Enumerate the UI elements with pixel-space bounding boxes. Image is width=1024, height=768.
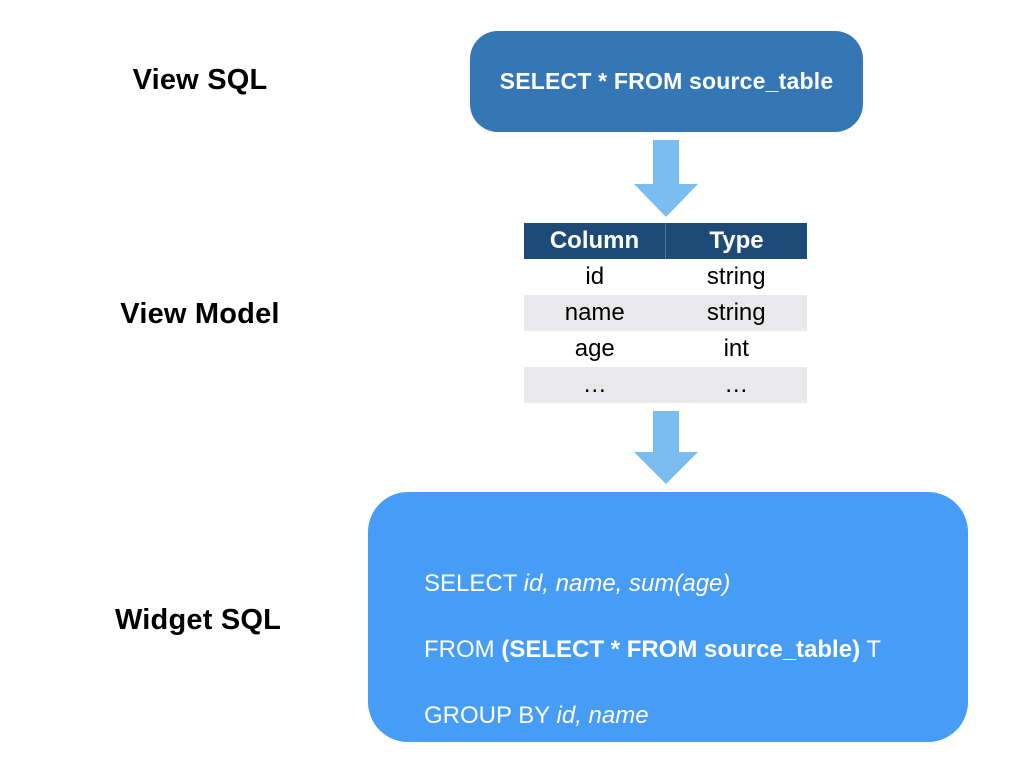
- column-cell: …: [582, 371, 607, 398]
- sql-subquery: (SELECT * FROM source_table): [501, 636, 861, 663]
- sql-keyword: GROUP BY: [424, 702, 557, 729]
- view-model-table-header: Column Type: [524, 223, 807, 259]
- widget-sql-line-from: FROM (SELECT * FROM source_table) T: [384, 608, 881, 692]
- sql-keyword: SELECT: [424, 570, 524, 597]
- sql-keyword: FROM: [424, 636, 502, 663]
- table-row: id string: [524, 259, 807, 295]
- type-cell: string: [706, 263, 766, 290]
- type-cell: …: [724, 371, 749, 398]
- column-header: Column: [524, 223, 666, 259]
- widget-sql-box: SELECT id, name, sum(age) FROM (SELECT *…: [368, 492, 968, 742]
- column-cell: id: [585, 263, 605, 290]
- view-sql-label: View SQL: [132, 64, 268, 96]
- column-cell: name: [564, 299, 625, 326]
- table-row: name string: [524, 295, 807, 331]
- sql-group-columns: id, name: [556, 702, 649, 729]
- sql-columns: id, name, sum(age): [523, 570, 731, 597]
- arrow-head: [634, 184, 698, 217]
- type-header: Type: [665, 223, 807, 259]
- view-model-label: View Model: [120, 298, 280, 330]
- table-row: … …: [524, 367, 807, 403]
- widget-sql-line-groupby: GROUP BY id, name: [384, 674, 649, 758]
- down-arrow-icon: [634, 411, 698, 484]
- table-row: age int: [524, 331, 807, 367]
- type-cell: int: [723, 335, 749, 362]
- view-sql-query-text: SELECT * FROM source_table: [499, 68, 834, 94]
- sql-alias: T: [860, 636, 881, 663]
- widget-sql-label: Widget SQL: [114, 604, 282, 636]
- type-cell: string: [706, 299, 766, 326]
- arrow-head: [634, 452, 698, 484]
- view-model-table-body: id string name string age int … …: [524, 259, 807, 403]
- arrow-shaft: [653, 411, 679, 452]
- table-header-row: Column Type: [524, 223, 807, 259]
- column-cell: age: [574, 335, 615, 362]
- view-sql-box: SELECT * FROM source_table: [470, 31, 863, 132]
- view-model-table: Column Type id string name string age in…: [524, 223, 807, 403]
- arrow-shaft: [653, 140, 679, 184]
- widget-sql-line-select: SELECT id, name, sum(age): [384, 542, 730, 626]
- down-arrow-icon: [634, 140, 698, 217]
